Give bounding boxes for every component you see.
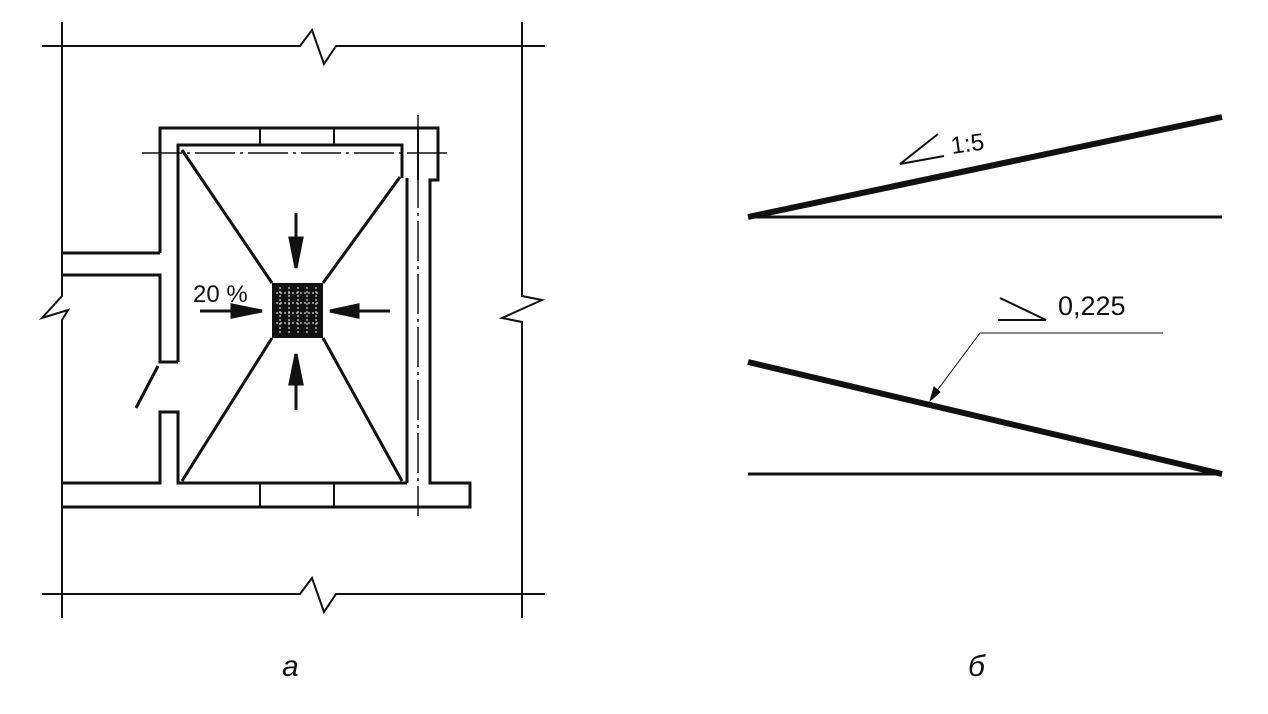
bottom-slope-line — [747, 359, 1223, 477]
wall-top-outer — [62, 126, 472, 509]
slope-symbol-icon — [899, 133, 945, 165]
leader-arrow-icon — [929, 386, 941, 403]
figure-a-plan — [38, 22, 546, 618]
leader-line — [932, 332, 1163, 397]
caption-a: а — [282, 650, 299, 683]
slope-line — [180, 337, 274, 482]
frame-right-line — [498, 22, 546, 618]
frame-left-line — [38, 22, 71, 618]
corridor-wall — [62, 251, 178, 364]
slope-line — [321, 337, 404, 482]
top-slope-line — [747, 114, 1223, 220]
slope-line — [180, 149, 274, 284]
wall-top-inner — [176, 143, 404, 362]
grate-grid — [276, 287, 319, 334]
flow-arrows — [200, 213, 390, 410]
figure-b-slopes — [747, 114, 1223, 477]
caption-b: б — [968, 650, 986, 683]
top-slope-label: 1:5 — [949, 129, 986, 160]
slope-symbol-icon — [998, 297, 1047, 321]
wall-bottom-inner — [62, 410, 407, 485]
slope-percent-label: 20 % — [193, 281, 248, 308]
frame-bottom-line — [42, 575, 545, 615]
slope-line — [321, 176, 402, 284]
bottom-slope-label: 0,225 — [1058, 291, 1126, 321]
door-leaf — [134, 365, 160, 409]
frame-top-line — [42, 27, 545, 67]
